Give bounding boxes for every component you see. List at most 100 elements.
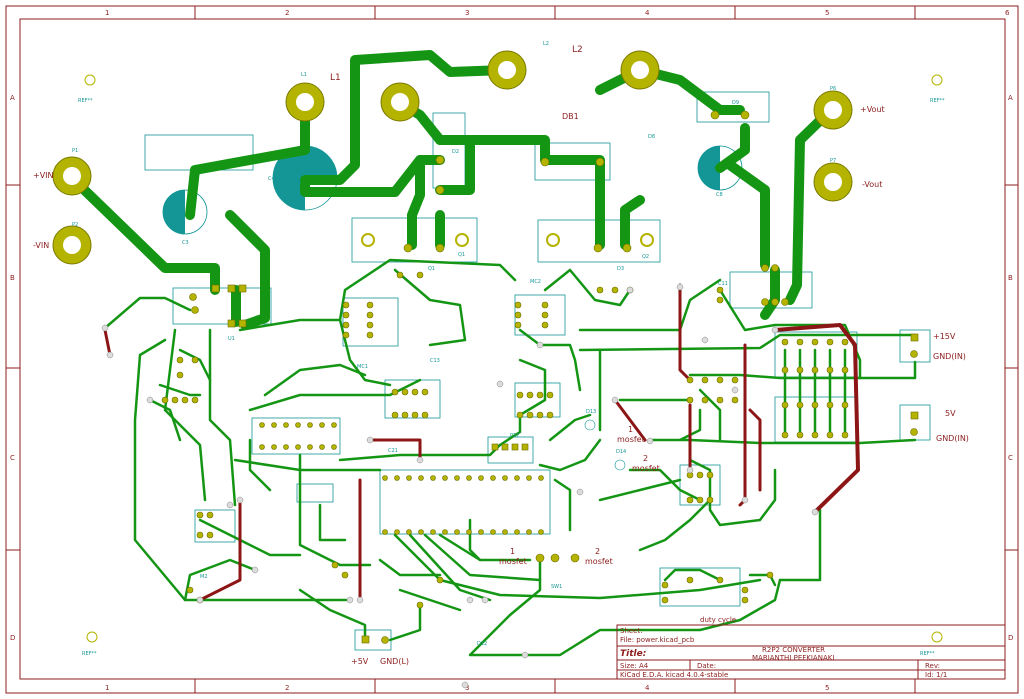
drawing-frame: 1 2 3 4 5 6 1 2 3 4 5 A B C D A B C D: [5, 5, 1019, 694]
label-p12: P12: [510, 433, 519, 439]
tb-file: File: power.kicad_pcb: [620, 636, 695, 644]
col-label-2-bottom: 2: [285, 684, 289, 692]
label-ref-1: REF**: [78, 98, 93, 104]
col-label-6: 6: [1005, 9, 1010, 17]
label-mosfet1-word: mosfet: [617, 435, 645, 444]
tb-title-line1: R2P2 CONVERTER: [762, 646, 825, 654]
label-gnd-in-2: GND(IN): [936, 434, 969, 443]
label-u1: U1: [228, 336, 235, 342]
row-label-b: B: [10, 274, 15, 282]
label-d3: D3: [617, 266, 624, 272]
pad-l1: [285, 82, 325, 122]
tb-rev: Rev:: [925, 662, 940, 670]
row-label-a: A: [10, 94, 15, 102]
label-c13: C13: [430, 358, 440, 364]
col-label-2: 2: [285, 9, 289, 17]
pad-l2-a: [380, 82, 420, 122]
label-d8: D8: [648, 134, 655, 140]
component-labels: L1 L2 L2 L1 DB1 P1 P2 P6 P7 +VIN -VIN +V…: [33, 41, 969, 666]
tb-id: Id: 1/1: [925, 671, 947, 679]
label-gnd-l: GND(L): [380, 657, 409, 666]
tb-title-line2: MARIANTHI PEFKIANAKI: [752, 654, 834, 662]
label-duty-cycle: duty cycle: [700, 616, 736, 624]
tb-sheet: Sheet:: [620, 627, 643, 635]
col-label-3: 3: [465, 9, 469, 17]
label-ref-2: REF**: [930, 98, 945, 104]
label-mosfet2b-num: 2: [595, 547, 600, 556]
label-p6: P6: [830, 86, 836, 92]
label-vout-plus: +Vout: [860, 105, 885, 114]
row-label-a-right: A: [1008, 94, 1013, 102]
col-label-4: 4: [645, 9, 650, 17]
label-vin-plus: +VIN: [33, 171, 54, 180]
row-label-d-right: D: [1008, 634, 1013, 642]
back-traces: [103, 283, 860, 602]
label-mosfet2-word: mosfet: [632, 464, 660, 473]
label-plus5-bottom: +5V: [351, 657, 369, 666]
label-d2: D2: [452, 149, 459, 155]
label-d9: D9: [732, 100, 739, 106]
label-c8: C8: [716, 192, 723, 198]
label-q1b: Q1: [458, 252, 465, 258]
row-label-c: C: [10, 454, 15, 462]
tb-size: Size: A4: [620, 662, 649, 670]
col-label-5-bottom: 5: [825, 684, 829, 692]
label-p1: P1: [72, 148, 78, 154]
title-block: Sheet: File: power.kicad_pcb Title: R2P2…: [616, 624, 1006, 680]
row-label-d: D: [10, 634, 15, 642]
label-c11: C11: [718, 281, 728, 287]
label-m2: M2: [200, 574, 208, 580]
pad-p1: [52, 156, 92, 196]
label-sw1: SW1: [551, 584, 562, 590]
label-vout-minus: -Vout: [862, 180, 882, 189]
tb-title-label: Title:: [620, 649, 646, 659]
label-d13: D13: [586, 409, 596, 415]
label-q1: Q1: [428, 266, 435, 272]
small-pads: [161, 110, 919, 644]
label-ref-4: REF**: [920, 651, 935, 657]
label-mosfet1-num: 1: [628, 425, 633, 434]
pad-p6: [813, 90, 853, 130]
large-pads: [52, 50, 853, 265]
pad-l2-b: [487, 50, 527, 90]
signal-traces: [103, 258, 917, 657]
label-c21: C21: [388, 448, 398, 454]
col-label-5: 5: [825, 9, 829, 17]
label-ref-3: REF**: [82, 651, 97, 657]
label-l1: L1: [330, 73, 341, 83]
col-label-4-bottom: 4: [645, 684, 650, 692]
label-d12: D12: [477, 641, 487, 647]
row-label-b-right: B: [1008, 274, 1013, 282]
label-d14: D14: [616, 449, 626, 455]
label-q2: Q2: [642, 254, 649, 260]
label-c4: C4: [268, 176, 275, 182]
label-mosfet1b-word: mosfet: [499, 557, 527, 566]
col-label-1: 1: [105, 9, 109, 17]
tb-date: Date:: [697, 662, 716, 670]
pad-p7: [813, 162, 853, 202]
label-l1-small: L1: [301, 72, 307, 78]
label-c3: C3: [182, 240, 189, 246]
label-l2-small: L2: [543, 41, 549, 47]
label-mosfet2-num: 2: [643, 454, 648, 463]
col-label-1-bottom: 1: [105, 684, 109, 692]
label-mc1: MC1: [357, 364, 368, 370]
label-mosfet2b-word: mosfet: [585, 557, 613, 566]
label-mc2: MC2: [530, 279, 541, 285]
label-gnd-in-1: GND(IN): [933, 352, 966, 361]
label-db1: DB1: [562, 112, 579, 121]
tb-tool: KiCad E.D.A. kicad 4.0.4-stable: [620, 671, 728, 679]
label-p7: P7: [830, 158, 836, 164]
pad-p2: [52, 225, 92, 265]
col-label-3-bottom: 3: [465, 684, 469, 692]
label-plus15: +15V: [933, 332, 956, 341]
label-p2: P2: [72, 222, 78, 228]
label-l2: L2: [572, 45, 583, 55]
label-plus5: 5V: [945, 409, 956, 418]
pad-db1: [620, 50, 660, 90]
vias: [101, 283, 819, 689]
label-vin-minus: -VIN: [33, 241, 49, 250]
row-label-c-right: C: [1008, 454, 1013, 462]
